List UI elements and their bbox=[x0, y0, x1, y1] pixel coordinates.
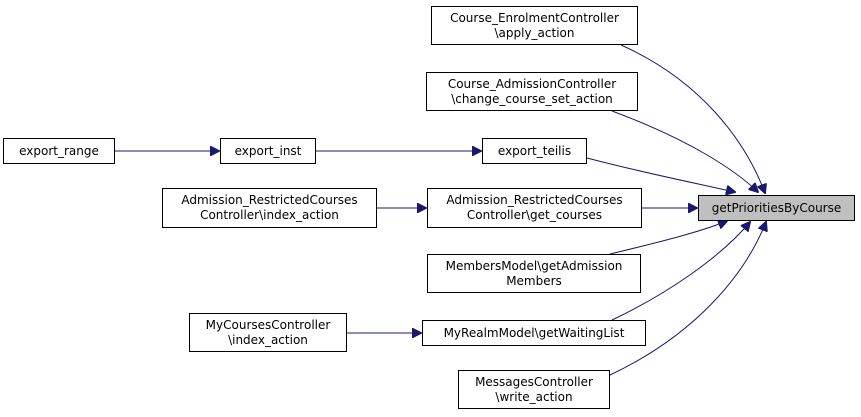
node-label-line: MessagesController bbox=[475, 374, 593, 389]
node-label-line: \apply_action bbox=[494, 25, 575, 40]
node-label-line: Members bbox=[506, 273, 562, 288]
node-label-line: \change_course_set_action bbox=[451, 91, 613, 106]
node-label-line: MyCoursesController bbox=[205, 317, 331, 332]
node-label-line: Course_EnrolmentController bbox=[450, 10, 619, 25]
node-course-admission-change-course-set-action[interactable]: Course_AdmissionController \change_cours… bbox=[426, 72, 638, 111]
node-label-line: Admission_RestrictedCourses bbox=[446, 193, 623, 207]
node-export-teilis[interactable]: export_teilis bbox=[482, 138, 587, 164]
node-label-line: \index_action bbox=[228, 332, 308, 347]
node-members-model-get-admission-members[interactable]: MembersModel\getAdmission Members bbox=[427, 254, 641, 293]
node-label-line: MyRealmModel\getWaitingList bbox=[443, 325, 625, 340]
edge-members_model-to-focus bbox=[609, 221, 727, 255]
node-my-realm-model-get-waiting-list[interactable]: MyRealmModel\getWaitingList bbox=[422, 320, 646, 346]
edge-course_admission-to-focus bbox=[611, 110, 758, 192]
node-label-line: export_range bbox=[19, 143, 99, 158]
node-export-inst[interactable]: export_inst bbox=[220, 138, 316, 164]
node-label-line: \write_action bbox=[495, 389, 573, 404]
node-admission-restricted-courses-index-action[interactable]: Admission_RestrictedCourses Controller\i… bbox=[162, 188, 377, 228]
node-my-courses-controller-index-action[interactable]: MyCoursesController \index_action bbox=[189, 313, 347, 352]
node-get-priorities-by-course: getPrioritiesByCourse bbox=[698, 195, 855, 221]
edge-myrealm-to-focus bbox=[611, 222, 750, 321]
node-messages-controller-write-action[interactable]: MessagesController \write_action bbox=[458, 370, 610, 409]
node-label-line: Course_AdmissionController bbox=[447, 76, 617, 91]
edge-messages-to-focus bbox=[609, 222, 766, 376]
node-export-range[interactable]: export_range bbox=[3, 138, 115, 164]
edge-export_teilis-to-focus bbox=[586, 157, 735, 192]
node-label-line: export_teilis bbox=[497, 143, 572, 158]
node-label-line: Controller\index_action bbox=[200, 208, 339, 222]
node-label-line: Controller\get_courses bbox=[466, 208, 603, 222]
node-label-line: getPrioritiesByCourse bbox=[711, 200, 842, 215]
node-label-line: MembersModel\getAdmission bbox=[445, 258, 623, 273]
node-admission-restricted-courses-get-courses[interactable]: Admission_RestrictedCourses Controller\g… bbox=[427, 188, 642, 228]
edge-course_enrolment-to-focus bbox=[620, 44, 765, 193]
node-course-enrolment-apply-action[interactable]: Course_EnrolmentController \apply_action bbox=[431, 6, 638, 45]
node-label-line: export_inst bbox=[234, 143, 302, 158]
node-label-line: Admission_RestrictedCourses bbox=[181, 193, 358, 207]
